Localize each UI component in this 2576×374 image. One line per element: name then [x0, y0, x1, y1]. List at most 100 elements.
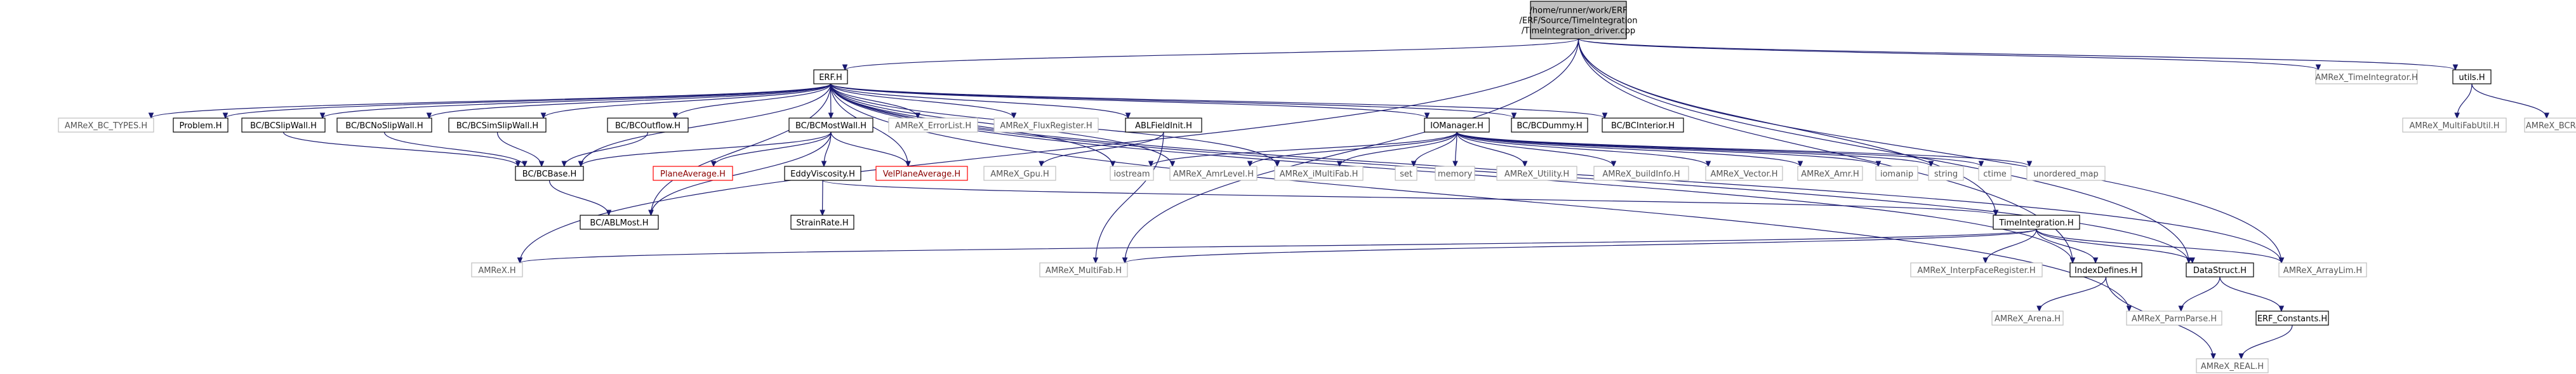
node-amrex-arraylim-h: AMReX_ArrayLim.H	[2278, 262, 2367, 277]
edge-bcmostwall_h-to-bcbase_h	[578, 131, 832, 168]
node-label: AMReX_REAL.H	[2201, 362, 2264, 371]
node-bc-bcinterior-h[interactable]: BC/BCInterior.H	[1602, 117, 1684, 133]
node-label: iostream	[1113, 170, 1150, 179]
edge-datastruct_h-to-erf_constants_h	[2219, 276, 2285, 312]
edge-iomanager_h-to-amrex_vector_h	[1456, 131, 1711, 168]
node-label: /home/runner/work/ERF	[1530, 6, 1628, 16]
node-label: BC/BCMostWall.H	[795, 121, 866, 131]
edge-bcbase_h-to-bcablmost_h	[548, 180, 612, 217]
node-amrex-buildinfo-h: AMReX_buildInfo.H	[1593, 166, 1689, 181]
node-unordered-map: unordered_map	[2026, 166, 2106, 181]
node-label: BC/BCInterior.H	[1611, 121, 1675, 131]
node-label: iomanip	[1880, 170, 1913, 179]
node-label: ERF.H	[819, 73, 842, 83]
node-amrex-utility-h: AMReX_Utility.H	[1496, 166, 1577, 181]
node-amrex-timeintegrator-h: AMReX_TimeIntegrator.H	[2315, 69, 2418, 84]
edge-iomanager_h-to-amrex_imultifab_h	[1336, 131, 1457, 168]
edge-root-to-amrex_arraylim_h	[1577, 38, 2285, 264]
node-label: memory	[1438, 170, 1473, 179]
edge-erf_h-to-problem_h	[222, 83, 832, 119]
node-label: ABLFieldInit.H	[1135, 121, 1192, 131]
node-label: /TimeIntegration_driver.cpp	[1522, 27, 1635, 36]
node-amrex-gpu-h: AMReX_Gpu.H	[983, 166, 1056, 181]
node-planeaverage-h[interactable]: PlaneAverage.H	[653, 166, 733, 181]
node-label: AMReX_TimeIntegrator.H	[2315, 73, 2418, 83]
node-bc-bcmostwall-h[interactable]: BC/BCMostWall.H	[788, 117, 873, 133]
edge-eddyviscosity_h-to-timeintegration_h	[822, 180, 1999, 217]
node-label: PlaneAverage.H	[660, 170, 726, 179]
edge-bcmostwall_h-to-velplaneaverage_h	[830, 131, 911, 168]
node-bc-bcdummy-h[interactable]: BC/BCDummy.H	[1511, 117, 1588, 133]
node-amrex-bcrec-h: AMReX_BCRec.H	[2524, 117, 2576, 133]
edge-root-to-datastruct_h	[1577, 38, 2192, 264]
node-iomanager-h[interactable]: IOManager.H	[1424, 117, 1490, 133]
edge-timeintegration_h-to-amrex_arraylim_h	[2036, 229, 2285, 264]
edge-ablfieldinit_h-to-amrex_gpu_h	[1039, 131, 1164, 168]
edge-timeintegration_h-to-amrex_interpfaceregister_h	[1982, 229, 2037, 264]
edge-erf_h-to-amrex_errorlist_h	[830, 83, 921, 119]
node-home-runner-work-erf-erf-source-timeintegration-timeintegration-driver-cpp[interactable]: /home/runner/work/ERF/ERF/Source/TimeInt…	[1520, 1, 1638, 39]
edge-erf_h-to-bcablmost_h	[648, 83, 832, 217]
edge-iomanager_h-to-amrex_amrlevel_h	[1247, 131, 1457, 168]
edge-root-to-amrex_h	[517, 38, 1579, 264]
node-bc-bcsimslipwall-h[interactable]: BC/BCSimSlipWall.H	[448, 117, 547, 133]
edge-ablfieldinit_h-to-amrex_multifab_h	[1092, 131, 1164, 264]
node-label: AMReX_ArrayLim.H	[2283, 266, 2362, 276]
node-strainrate-h[interactable]: StrainRate.H	[790, 215, 854, 230]
node-bc-bcoutflow-h[interactable]: BC/BCOutflow.H	[607, 117, 689, 133]
edge-bcnoslipwall_h-to-bcbase_h	[383, 131, 528, 168]
node-label: BC/ABLMost.H	[590, 218, 648, 228]
edge-erf_h-to-bcnoslipwall_h	[426, 83, 832, 119]
node-erf-h[interactable]: ERF.H	[813, 69, 848, 84]
node-iomanip: iomanip	[1875, 166, 1918, 181]
node-label: BC/BCDummy.H	[1517, 121, 1582, 131]
edge-erf_constants_h-to-amrex_real_h	[2238, 324, 2293, 360]
node-amrex-multifabutil-h: AMReX_MultiFabUtil.H	[2402, 117, 2507, 133]
node-set: set	[1395, 166, 1417, 181]
edge-erf_h-to-ablfieldinit_h	[830, 83, 1131, 119]
node-datastruct-h[interactable]: DataStruct.H	[2186, 262, 2254, 277]
node-label: VelPlaneAverage.H	[883, 170, 960, 179]
node-label: AMReX_AmrLevel.H	[1173, 170, 1254, 179]
node-indexdefines-h[interactable]: IndexDefines.H	[2069, 262, 2142, 277]
node-bc-bcnoslipwall-h[interactable]: BC/BCNoSlipWall.H	[336, 117, 432, 133]
node-label: string	[1934, 170, 1958, 179]
node-bc-bcbase-h[interactable]: BC/BCBase.H	[515, 166, 584, 181]
node-label: AMReX_BC_TYPES.H	[65, 121, 147, 131]
node-label: StrainRate.H	[796, 218, 848, 228]
node-memory: memory	[1435, 166, 1475, 181]
node-label: ctime	[1983, 170, 2007, 179]
node-bc-ablmost-h[interactable]: BC/ABLMost.H	[580, 215, 659, 230]
edge-bcmostwall_h-to-bcablmost_h	[648, 131, 832, 217]
edge-iomanager_h-to-unordered_map	[1456, 131, 2033, 168]
node-label: IOManager.H	[1430, 121, 1484, 131]
edge-bcmostwall_h-to-planeaverage_h	[710, 131, 832, 168]
node-ablfieldinit-h[interactable]: ABLFieldInit.H	[1125, 117, 1202, 133]
edge-datastruct_h-to-amrex_parmparse_h	[2178, 276, 2221, 312]
node-velplaneaverage-h[interactable]: VelPlaneAverage.H	[875, 166, 968, 181]
node-label: BC/BCSlipWall.H	[250, 121, 317, 131]
node-label: BC/BCNoSlipWall.H	[345, 121, 423, 131]
node-label: Problem.H	[179, 121, 222, 131]
edge-indexdefines_h-to-amrex_arena_h	[2036, 276, 2107, 312]
node-amrex-errorlist-h: AMReX_ErrorList.H	[888, 117, 978, 133]
node-timeintegration-h[interactable]: TimeIntegration.H	[1993, 215, 2080, 230]
node-label: set	[1400, 170, 1412, 179]
node-erf-constants-h[interactable]: ERF_Constants.H	[2255, 311, 2329, 326]
edge-erf_h-to-bcoutflow_h	[672, 83, 832, 119]
node-amrex-interpfaceregister-h: AMReX_InterpFaceRegister.H	[1910, 262, 2043, 277]
node-problem-h[interactable]: Problem.H	[173, 117, 229, 133]
node-label: AMReX_ParmParse.H	[2132, 314, 2217, 324]
node-eddyviscosity-h[interactable]: EddyViscosity.H	[784, 166, 861, 181]
node-label: ERF_Constants.H	[2257, 314, 2327, 324]
edge-root-to-utils_h	[1577, 38, 2459, 71]
edge-root-to-amrex_timeintegrator_h	[1577, 38, 2321, 71]
edge-timeintegration_h-to-amrex_multifab_h	[1122, 229, 2037, 264]
node-utils-h[interactable]: utils.H	[2452, 69, 2492, 84]
node-amrex-imultifab-h: AMReX_iMultiFab.H	[1274, 166, 1364, 181]
node-label: unordered_map	[2033, 170, 2099, 179]
node-label: IndexDefines.H	[2075, 266, 2137, 276]
edge-erf_h-to-amrex_bc_types_h	[148, 83, 832, 119]
node-bc-bcslipwall-h[interactable]: BC/BCSlipWall.H	[241, 117, 326, 133]
